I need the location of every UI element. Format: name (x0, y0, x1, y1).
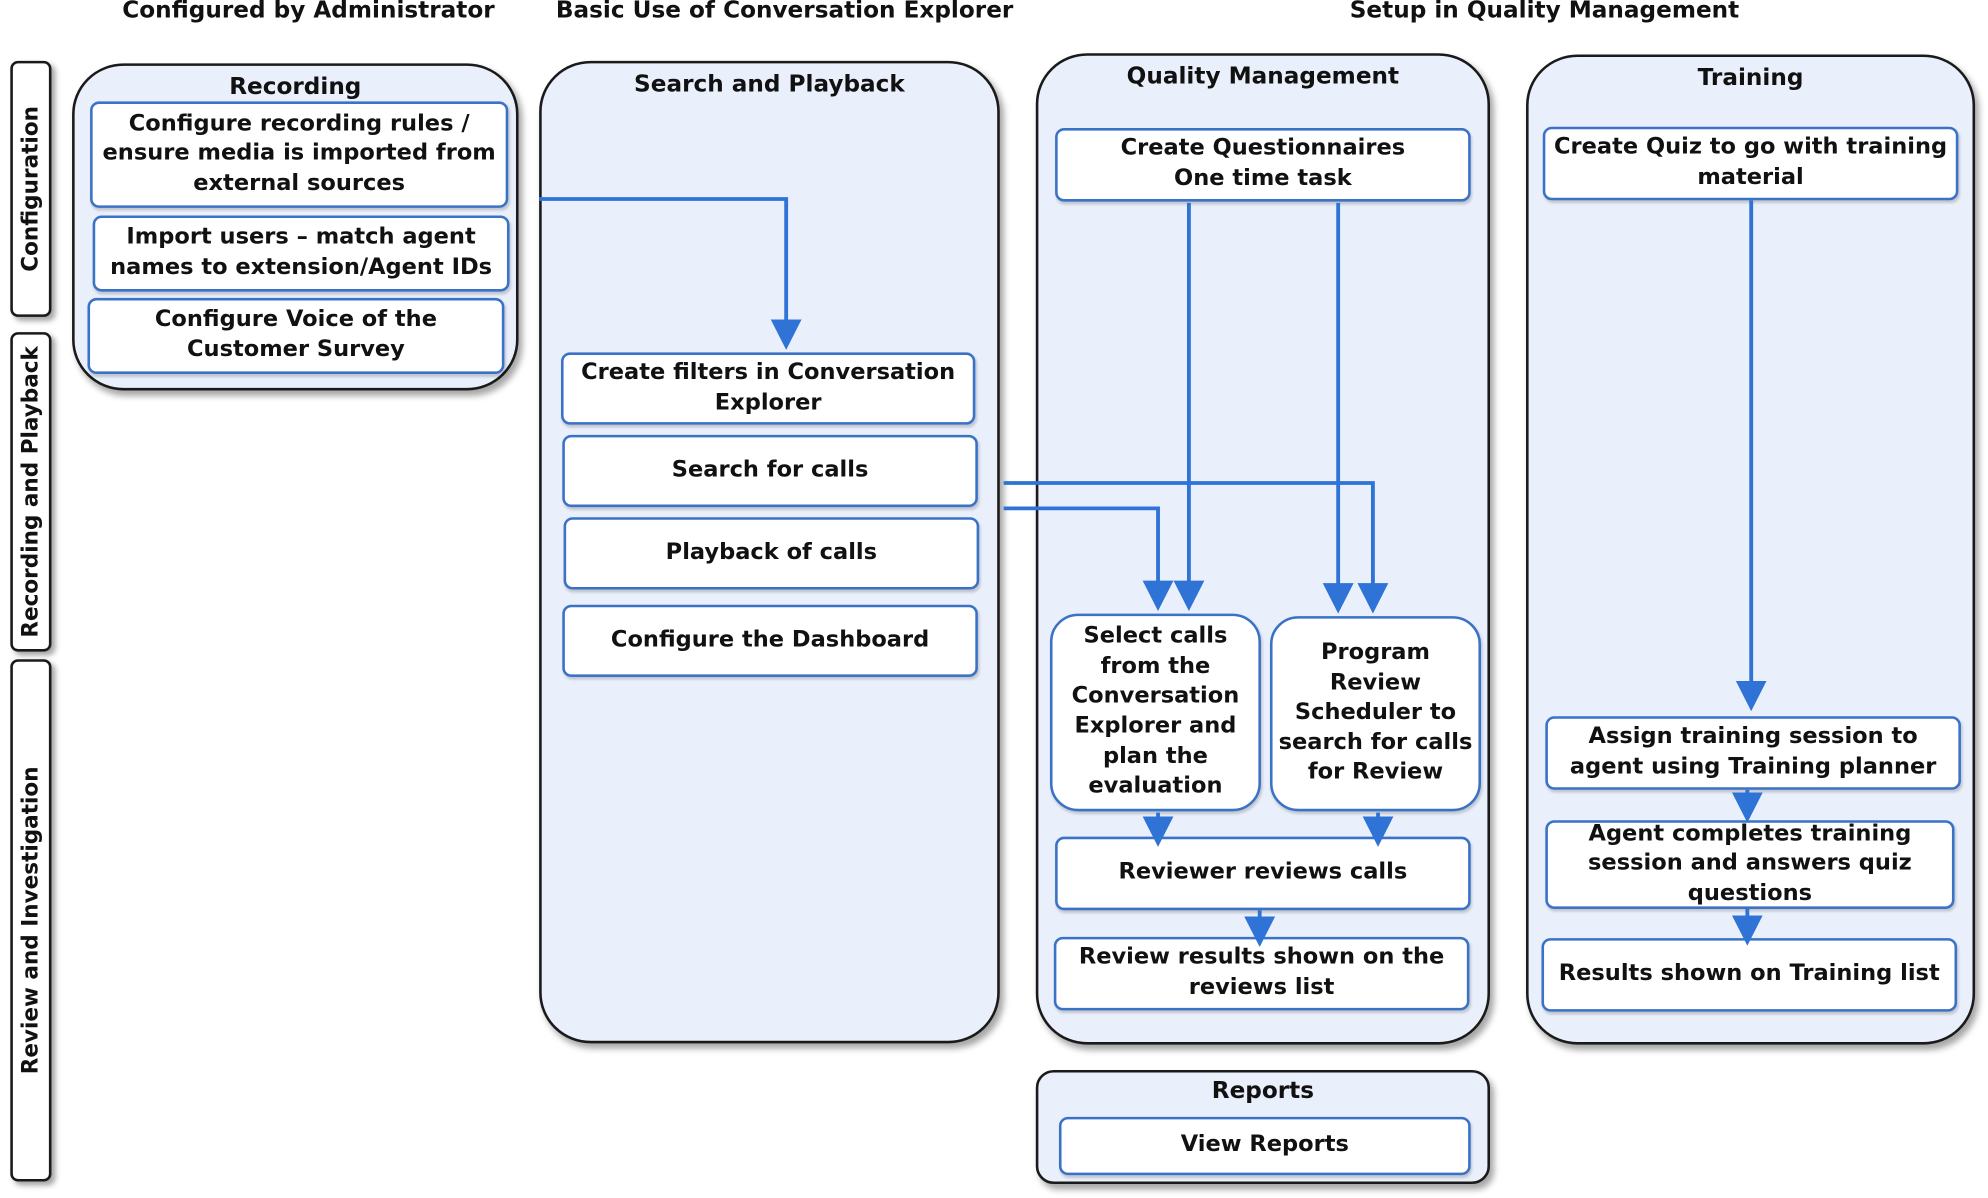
header-configured-by-administrator: Configured by Administrator (122, 0, 495, 25)
lane-training-title: Training (1697, 64, 1804, 92)
create-quiz-box[interactable]: Create Quiz to go with training material (1542, 126, 1959, 201)
lane-search-title: Search and Playback (634, 70, 905, 98)
connector-recording-to-filters (539, 197, 802, 350)
program-review-scheduler-box[interactable]: Program Review Scheduler to search for c… (1269, 616, 1481, 812)
lane-recording-title: Recording (229, 73, 362, 101)
select-calls-box[interactable]: Select calls from the Conversation Explo… (1049, 613, 1261, 812)
create-questionnaires-box[interactable]: Create Questionnaires One time task (1055, 128, 1471, 202)
view-reports-box[interactable]: View Reports (1058, 1116, 1471, 1176)
import-users-box[interactable]: Import users – match agent names to exte… (92, 215, 510, 292)
row-label-recording-and-playback: Recording and Playback (10, 332, 52, 652)
row-label-review-and-investigation: Review and Investigation (10, 659, 52, 1182)
search-for-calls-box[interactable]: Search for calls (562, 434, 978, 508)
configure-dashboard-box[interactable]: Configure the Dashboard (562, 604, 978, 677)
agent-completes-training-box[interactable]: Agent completes training session and ans… (1545, 820, 1955, 909)
reviewer-reviews-calls-box[interactable]: Reviewer reviews calls (1055, 836, 1471, 911)
review-results-box[interactable]: Review results shown on the reviews list (1053, 936, 1470, 1011)
lane-reports-title: Reports (1211, 1077, 1315, 1105)
connector-search-to-select-calls (1003, 506, 1174, 612)
assign-training-session-box[interactable]: Assign training session to agent using T… (1545, 716, 1961, 790)
create-filters-box[interactable]: Create filters in Conversation Explorer (561, 352, 976, 425)
configure-voc-survey-box[interactable]: Configure Voice of the Customer Survey (87, 297, 505, 374)
questionnaires-line1: Create Questionnaires (1120, 136, 1406, 162)
lane-quality-title: Quality Management (1126, 63, 1400, 91)
header-setup-quality-management: Setup in Quality Management (1349, 0, 1740, 25)
playback-of-calls-box[interactable]: Playback of calls (563, 517, 980, 590)
configure-recording-rules-box[interactable]: Configure recording rules / ensure media… (90, 101, 509, 208)
connector-search-to-program-review (1003, 481, 1389, 614)
questionnaires-line2: One time task (1174, 166, 1352, 192)
header-basic-use: Basic Use of Conversation Explorer (555, 0, 1014, 25)
row-label-configuration: Configuration (10, 60, 52, 317)
